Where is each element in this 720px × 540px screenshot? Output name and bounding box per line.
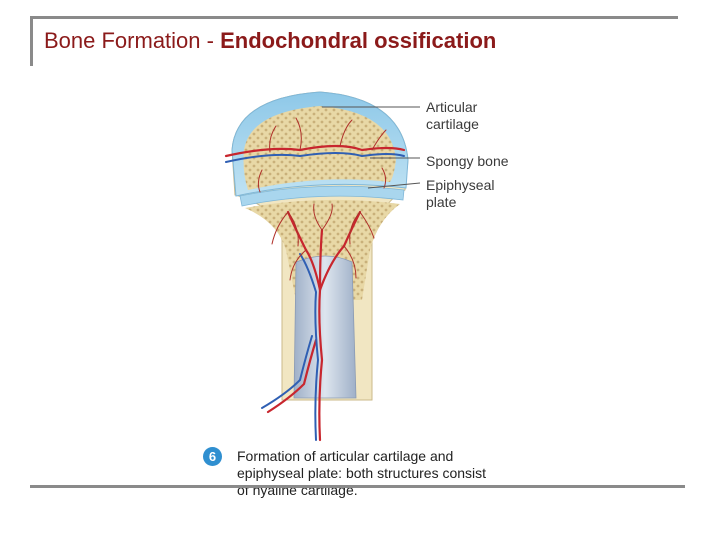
- metaphysis-spongy: [245, 199, 400, 300]
- step-number-badge: 6: [203, 447, 222, 466]
- slide-title: Bone Formation - Endochondral ossificati…: [44, 28, 496, 54]
- step-caption: Formation of articular cartilage and epi…: [237, 448, 487, 498]
- capillaries: [257, 117, 387, 281]
- leader-lines: [322, 106, 421, 189]
- veins: [225, 152, 405, 441]
- label-spongy-bone: Spongy bone: [426, 153, 509, 169]
- epiphyseal-plate: [239, 185, 405, 207]
- title-bold: Endochondral ossification: [220, 28, 497, 53]
- label-epiphyseal-plate: Epiphyseal plate: [426, 177, 495, 210]
- frame-left-line: [30, 16, 33, 66]
- title-plain: Bone Formation -: [44, 28, 221, 53]
- frame-top-line: [30, 16, 678, 19]
- label-articular-cartilage: Articular cartilage: [426, 99, 479, 132]
- frame-bottom-line: [30, 485, 685, 488]
- arteries: [224, 144, 406, 442]
